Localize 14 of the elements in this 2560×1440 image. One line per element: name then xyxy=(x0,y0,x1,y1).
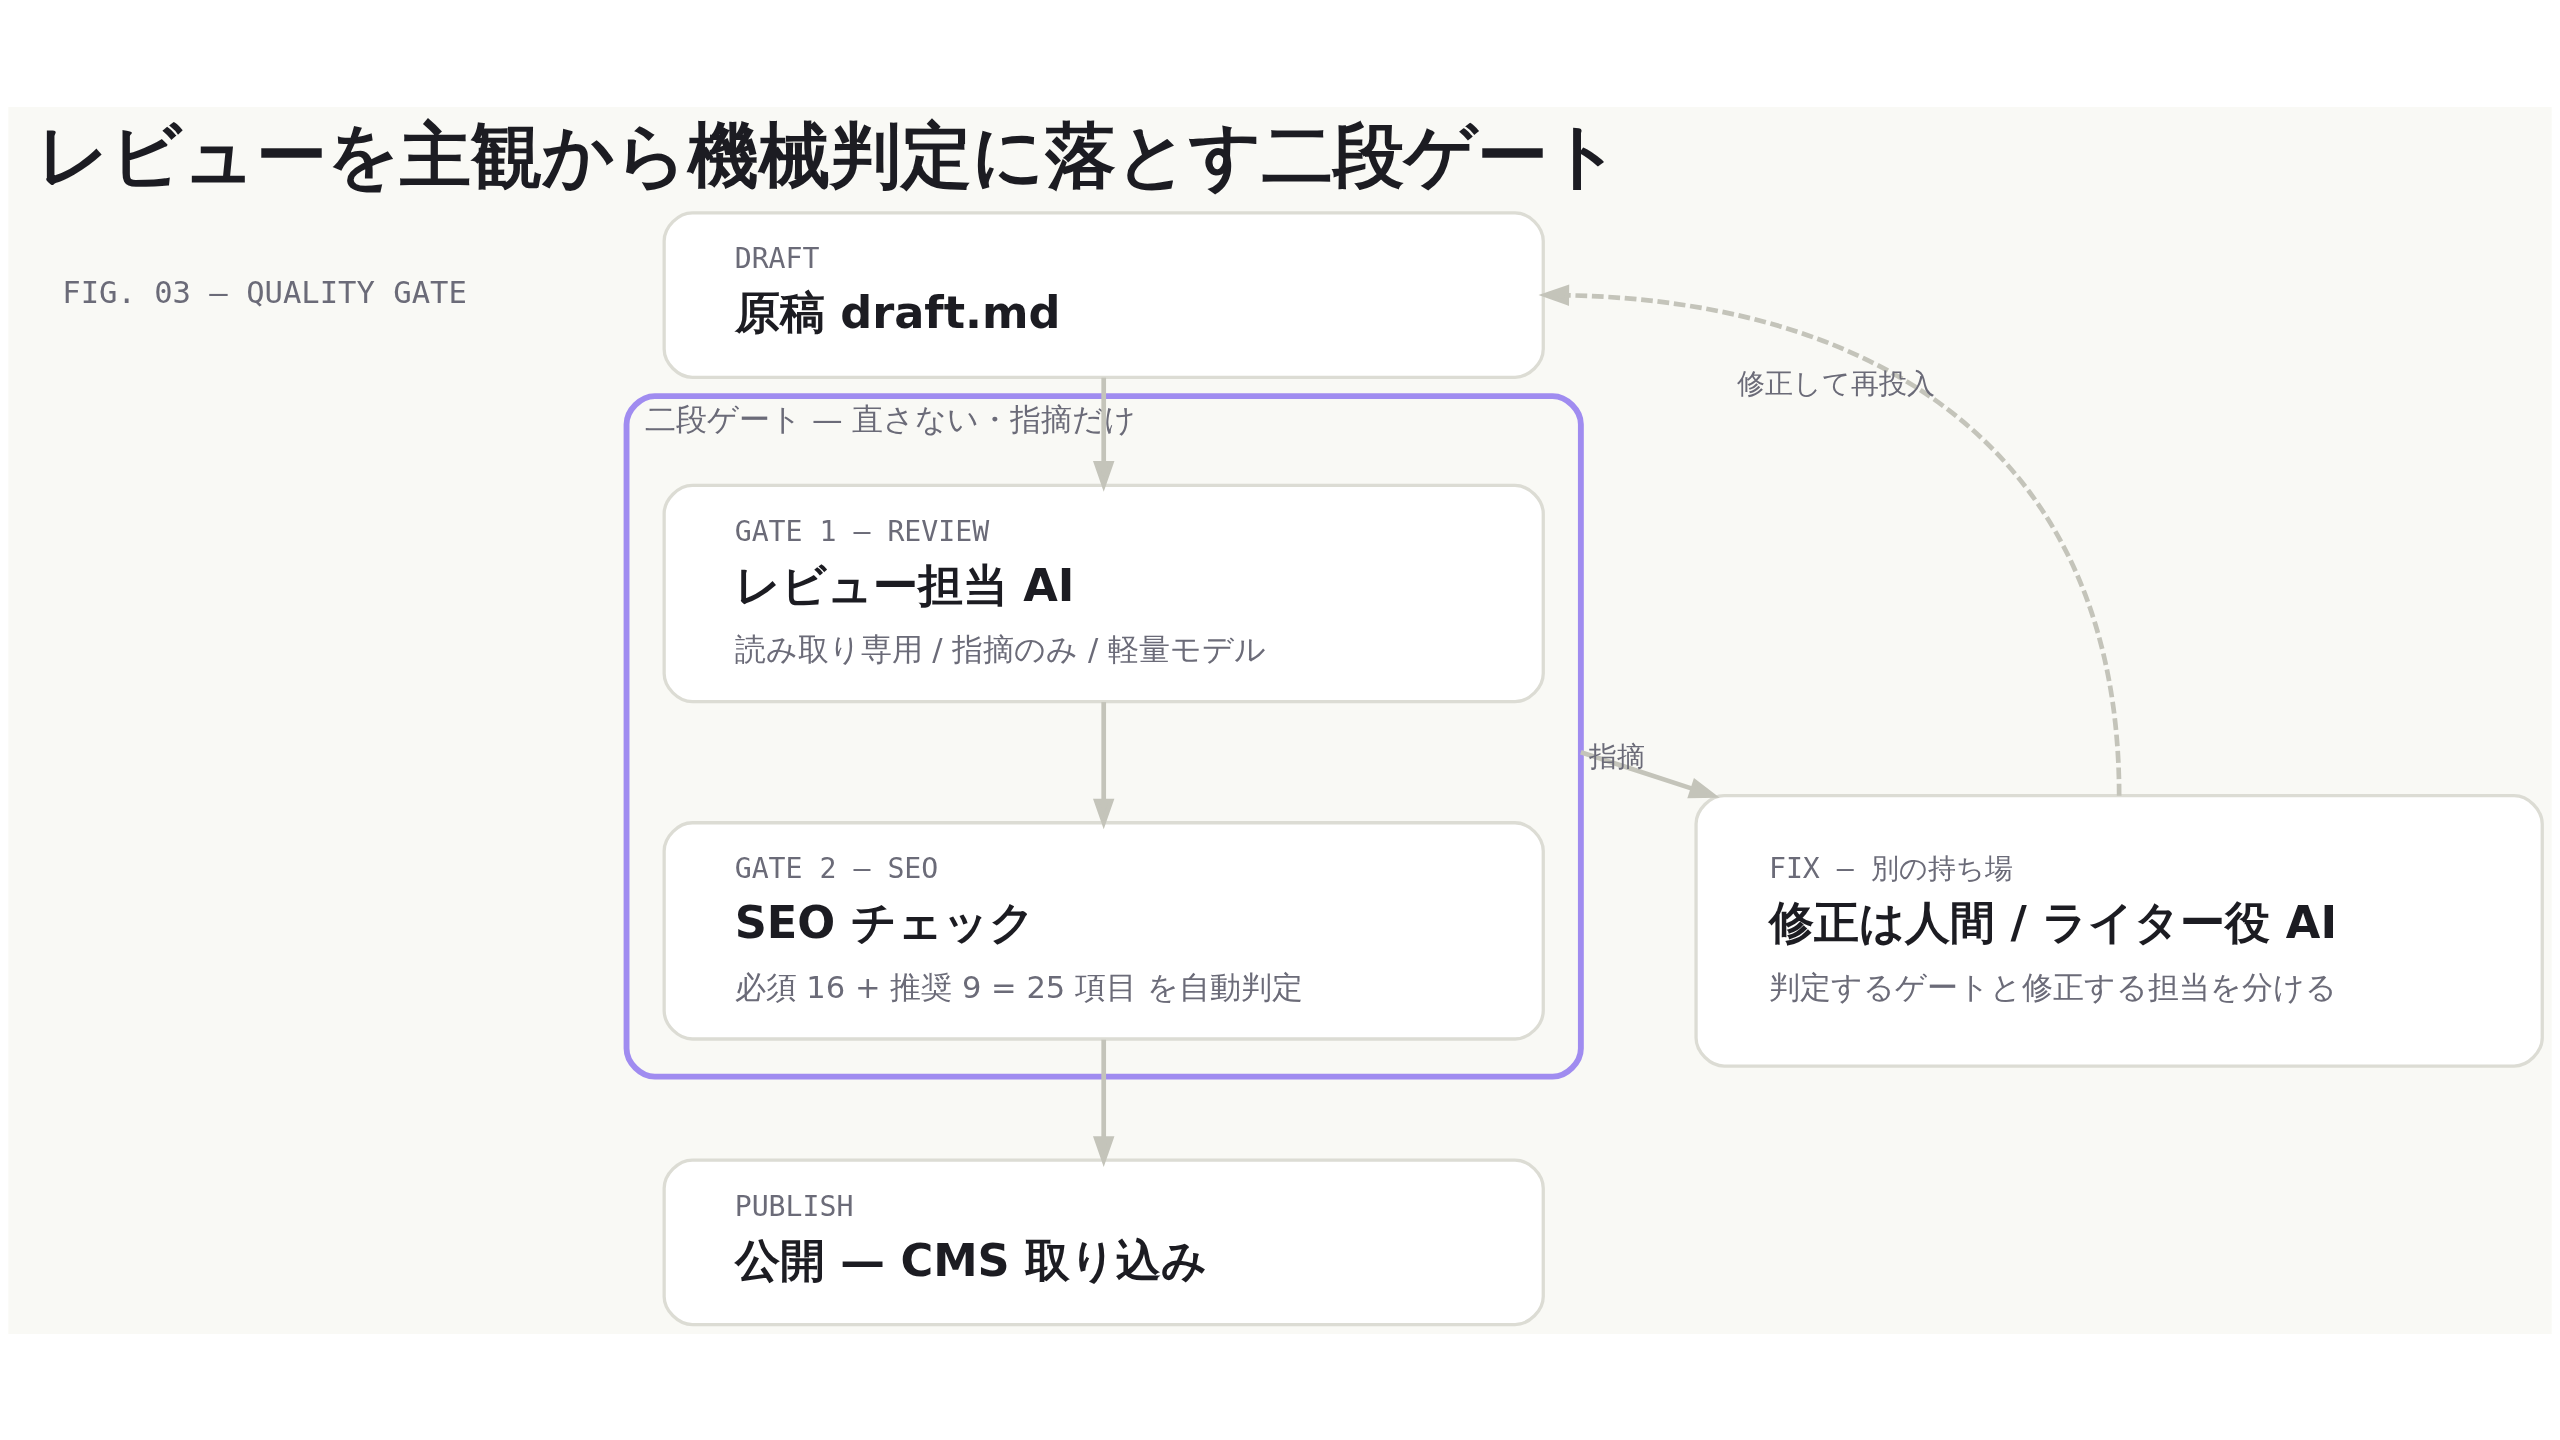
node-box: GATE 2 — SEO SEO チェック 必須 16 + 推奨 9 = 25 項目 を自動判定 xyxy=(662,820,1545,1041)
edge-label: 指摘 xyxy=(1589,739,1646,773)
arrow xyxy=(1093,701,1115,829)
diagram-title: レビューを主観から機械判定に落とす二段ゲート xyxy=(36,114,1621,197)
node-box: PUBLISH 公開 — CMS 取り込み xyxy=(662,1157,1545,1326)
arrow xyxy=(1538,284,2122,796)
arrow xyxy=(1093,377,1115,492)
node-box: GATE 1 — REVIEW レビュー担当 AI 読み取り専用 / 指摘のみ / 軽量モデル xyxy=(662,483,1545,703)
label: FIG. 03 — QUALITY GATE xyxy=(62,274,467,310)
node-box: DRAFT 原稿 draft.md xyxy=(662,210,1545,379)
node-box: FIX — 別の持ち場 修正は人間 / ライター役 AI 判定するゲートと修正する担当を分ける xyxy=(1694,793,2544,1068)
arrow xyxy=(1580,749,1720,798)
arrow xyxy=(1093,1039,1115,1167)
edge-label: 修正して再投入 xyxy=(1737,366,1936,400)
